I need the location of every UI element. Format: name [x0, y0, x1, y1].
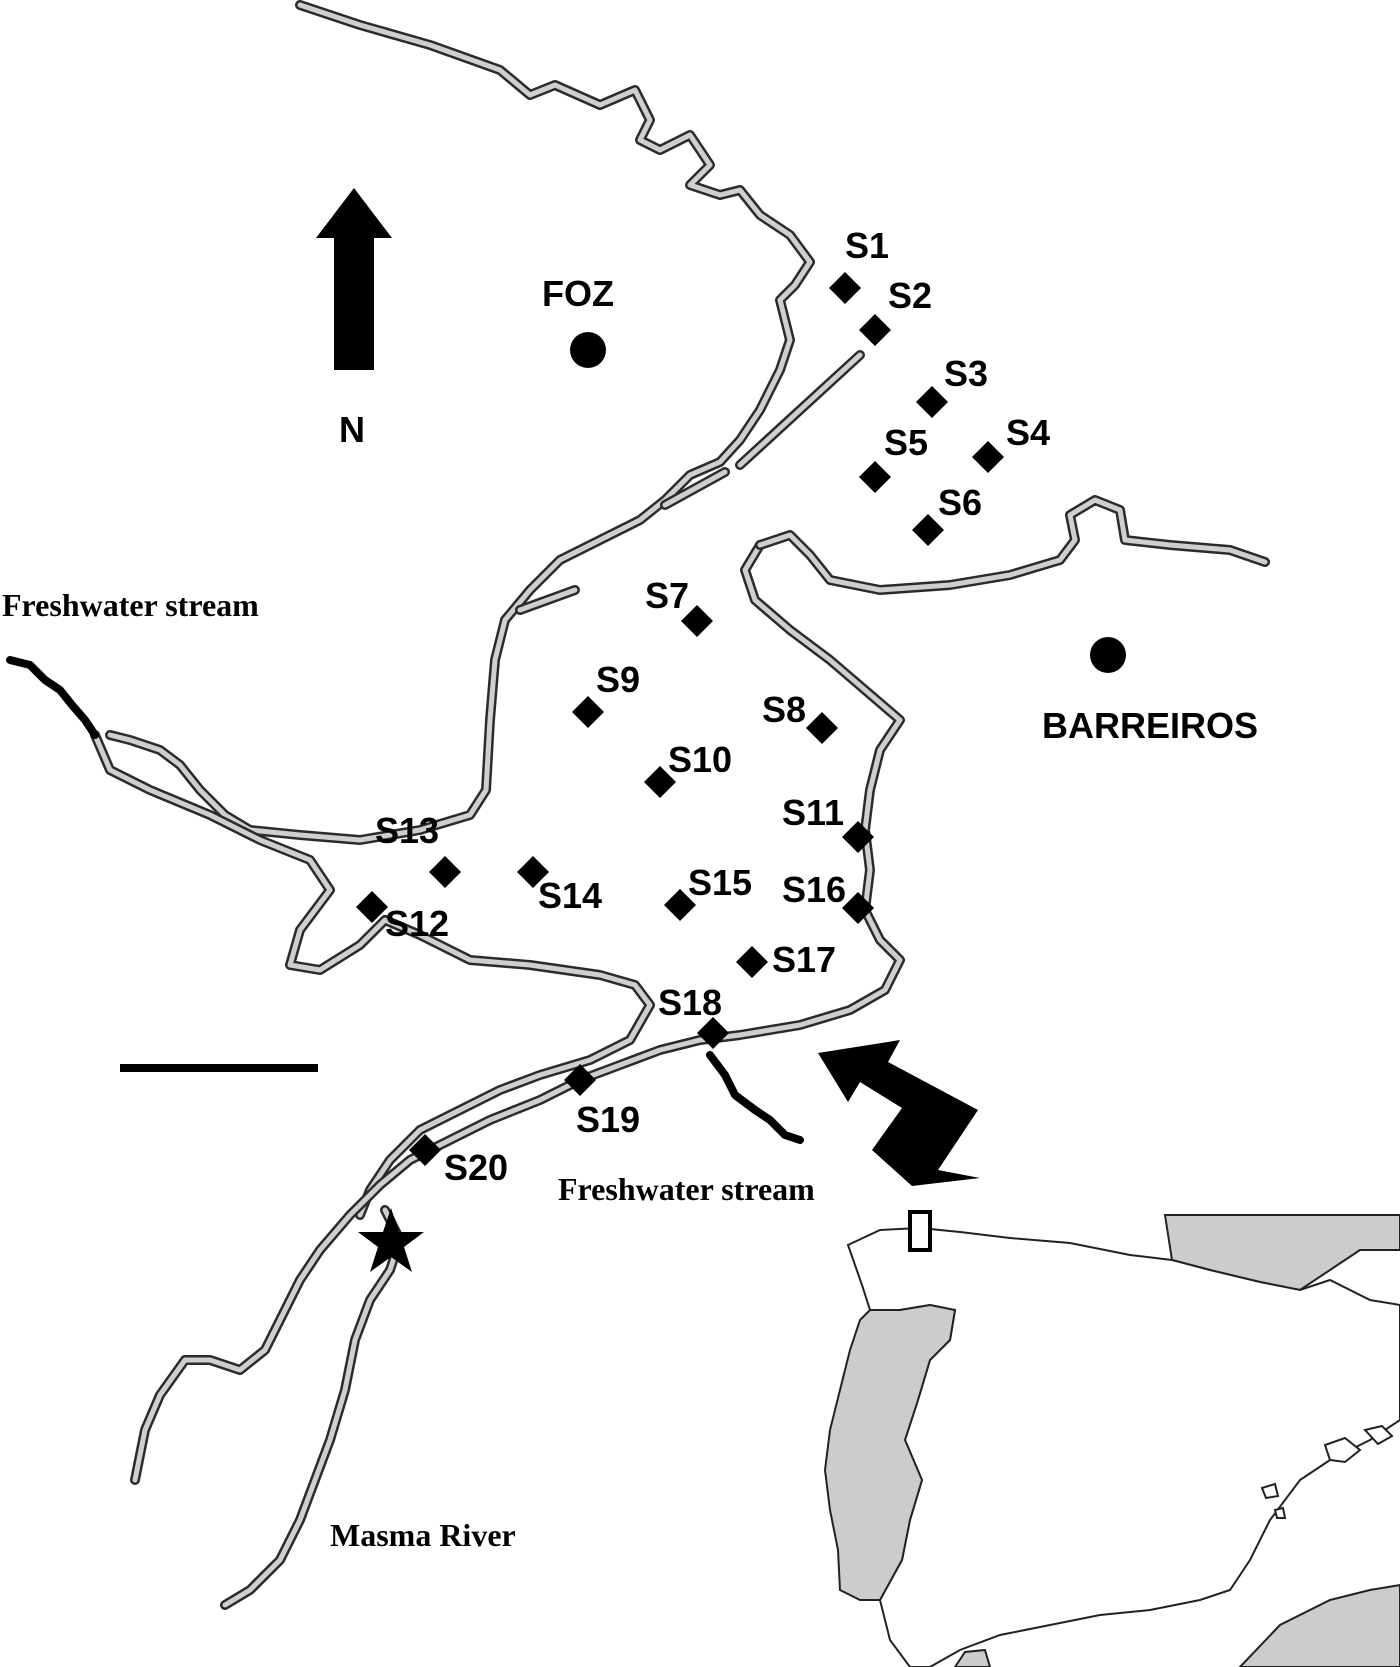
- station-marker-icon: [697, 1017, 729, 1049]
- barreiros-dot-icon: [1090, 637, 1126, 673]
- station-marker-icon: [859, 314, 891, 346]
- town-barreiros: BARREIROS: [1042, 705, 1258, 746]
- station-s12: S12: [356, 891, 449, 944]
- station-s13: S13: [375, 810, 461, 888]
- station-label: S5: [884, 422, 928, 463]
- station-s19: S19: [564, 1064, 640, 1140]
- inset-africa: [1238, 1583, 1400, 1667]
- station-s9: S9: [572, 659, 640, 728]
- label-freshwater-stream-west: Freshwater stream: [2, 587, 259, 623]
- station-s11: S11: [782, 792, 874, 853]
- station-label: S19: [576, 1099, 640, 1140]
- inset-balearic-3: [1260, 1482, 1280, 1500]
- pointer-arrow-icon: [818, 1040, 980, 1186]
- station-label: S17: [772, 939, 836, 980]
- inset-africa-west: [953, 1648, 992, 1667]
- station-marker-icon: [517, 856, 549, 888]
- station-label: S15: [688, 862, 752, 903]
- station-s4: S4: [972, 412, 1050, 473]
- station-s10: S10: [644, 739, 732, 798]
- station-marker-icon: [842, 892, 874, 924]
- station-label: S13: [375, 810, 439, 851]
- station-marker-icon: [736, 946, 768, 978]
- station-marker-icon: [829, 272, 861, 304]
- station-label: S18: [658, 982, 722, 1023]
- station-label: S10: [668, 739, 732, 780]
- foz-dot-icon: [570, 332, 606, 368]
- station-label: S2: [888, 275, 932, 316]
- freshwater-streams: [6, 656, 804, 1144]
- north-arrow-icon: [316, 188, 392, 370]
- inset-balearic-4: [1273, 1506, 1287, 1519]
- inset-balearic-1: [1323, 1436, 1362, 1464]
- station-s17: S17: [736, 939, 836, 980]
- station-marker-icon: [681, 605, 713, 637]
- north-arrow: N: [316, 188, 392, 450]
- station-marker-icon: [429, 856, 461, 888]
- station-label: S6: [938, 482, 982, 523]
- station-label: S3: [944, 353, 988, 394]
- station-label: S8: [762, 689, 806, 730]
- inset-portugal: [823, 1303, 957, 1601]
- station-marker-icon: [916, 386, 948, 418]
- station-marker-icon: [564, 1064, 596, 1096]
- station-label: S14: [538, 875, 602, 916]
- station-marker-icon: [972, 441, 1004, 473]
- station-s8: S8: [762, 689, 838, 744]
- station-marker-icon: [644, 766, 676, 798]
- station-label: S1: [845, 225, 889, 266]
- station-label: S9: [596, 659, 640, 700]
- coastline: [90, 0, 1270, 1610]
- station-s5: S5: [859, 422, 928, 493]
- station-label: S7: [645, 575, 689, 616]
- inset-study-area-box: [908, 1210, 932, 1252]
- station-s16: S16: [782, 869, 874, 924]
- station-label: S12: [385, 903, 449, 944]
- station-label: S16: [782, 869, 846, 910]
- stream-west: [6, 656, 99, 739]
- station-s15: S15: [664, 862, 752, 921]
- label-freshwater-stream-south: Freshwater stream: [558, 1171, 815, 1207]
- station-label: S4: [1006, 412, 1050, 453]
- star-icon: [358, 1208, 424, 1272]
- inset-balearic-2: [1363, 1424, 1394, 1446]
- station-s7: S7: [645, 575, 713, 637]
- station-marker-icon: [664, 889, 696, 921]
- station-s3: S3: [916, 353, 988, 418]
- station-label: S20: [444, 1147, 508, 1188]
- station-marker-icon: [912, 514, 944, 546]
- station-s1: S1: [829, 225, 889, 304]
- inset-spain: [846, 1226, 1400, 1667]
- station-s6: S6: [912, 482, 982, 546]
- station-marker-icon: [409, 1134, 441, 1166]
- towns: FOZ BARREIROS: [542, 273, 1258, 746]
- station-label: S11: [782, 792, 844, 833]
- station-s20: S20: [409, 1134, 508, 1188]
- stream-south: [706, 1051, 804, 1144]
- north-label: N: [339, 409, 365, 450]
- station-s14: S14: [517, 856, 602, 916]
- station-marker-icon: [356, 891, 388, 923]
- inset-map: [823, 1210, 1400, 1667]
- town-foz: FOZ: [542, 273, 614, 314]
- station-marker-icon: [859, 461, 891, 493]
- station-s18: S18: [658, 982, 729, 1049]
- station-s2: S2: [859, 275, 932, 346]
- label-masma-river: Masma River: [330, 1517, 516, 1553]
- station-marker-icon: [806, 712, 838, 744]
- station-marker-icon: [842, 821, 874, 853]
- station-marker-icon: [572, 696, 604, 728]
